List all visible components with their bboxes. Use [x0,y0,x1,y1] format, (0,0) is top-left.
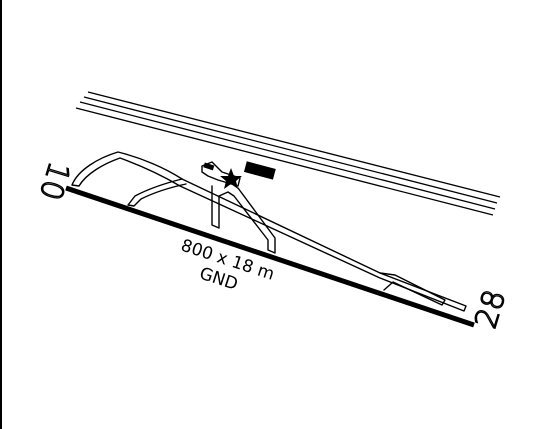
road-line [83,96,498,204]
runway-end-east-label: 28 [469,286,514,333]
building-icon [203,162,215,171]
road-line [79,101,496,210]
taxiway-connector-center [211,185,276,254]
taxiway-connector-east [379,272,446,306]
taxiway-outline [71,151,467,312]
star-icon [220,168,242,189]
apron [201,161,241,187]
road-lines [75,91,501,216]
road-line [75,107,494,216]
runway-end-west-label: 10 [32,157,77,204]
road-line [87,91,501,198]
taxiway-connector-west [127,178,187,207]
runway [65,185,475,328]
taxiway-network [71,151,467,312]
building-icon [243,161,276,180]
